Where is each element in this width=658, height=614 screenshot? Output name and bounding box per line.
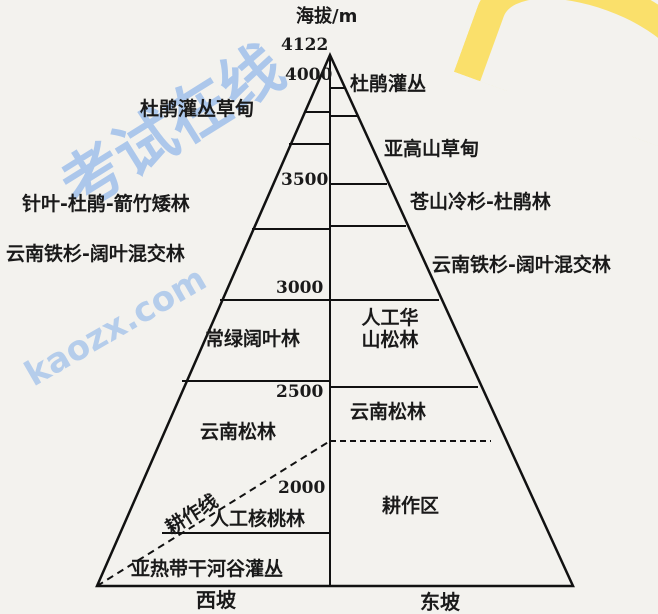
east-zone-6: 云南松林 — [350, 401, 427, 423]
tick-4122: 4122 — [281, 35, 329, 55]
cultivation-line — [96, 440, 331, 587]
east-zone-5: 人工华山松林 — [361, 307, 419, 351]
west-zone-4: 常绿阔叶林 — [205, 328, 301, 350]
west-zone-5: 云南松林 — [200, 421, 277, 443]
west-zone-2: 针叶-杜鹃-箭竹矮林 — [22, 193, 190, 215]
east-slope-label: 东坡 — [420, 590, 460, 614]
east-zone-4: 云南铁杉-阔叶混交林 — [432, 254, 611, 276]
tick-2000: 2000 — [278, 478, 326, 498]
tick-3000: 3000 — [276, 278, 324, 298]
west-zone-3: 云南铁杉-阔叶混交林 — [6, 243, 185, 265]
pyramid-outline — [95, 51, 575, 588]
axis-title: 海拔/m — [296, 6, 358, 27]
west-zone-1: 杜鹃灌丛草甸 — [140, 98, 255, 120]
tick-3500: 3500 — [281, 170, 329, 190]
west-zone-6: 人工核桃林 — [210, 508, 306, 530]
tick-2500: 2500 — [276, 382, 324, 402]
east-zone-7: 耕作区 — [382, 495, 440, 517]
west-slope-label: 西坡 — [196, 588, 236, 612]
west-zone-7: 亚热带干河谷灌丛 — [131, 558, 284, 580]
east-zone-2: 亚高山草甸 — [384, 138, 480, 160]
east-zone-3: 苍山冷杉-杜鹃林 — [410, 191, 551, 213]
east-zone-1: 杜鹃灌丛 — [350, 73, 427, 95]
tick-4000: 4000 — [285, 65, 333, 85]
